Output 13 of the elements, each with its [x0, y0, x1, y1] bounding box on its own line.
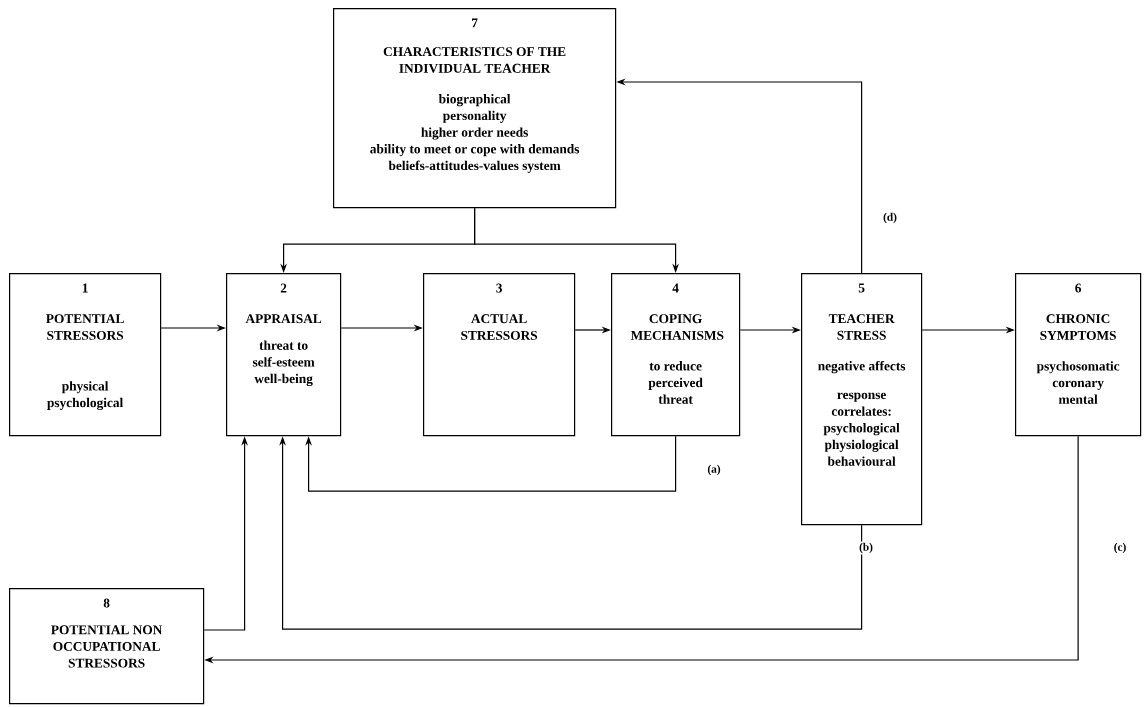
process-box: 8 POTENTIAL NON OCCUPATIONAL STRESSORS — [9, 588, 205, 705]
process-box: 3 ACTUAL STRESSORS — [423, 273, 576, 437]
process-box: 6 CHRONIC SYMPTOMS psychosomatic coronary mental — [1015, 273, 1142, 437]
process-box: 5 TEACHER STRESS negative affects response correlates: psychological physiological behavioural — [801, 273, 923, 526]
process-box: 2 APPRAISAL threat to self-esteem well-being — [226, 273, 342, 437]
edge-label: (c) — [1112, 541, 1128, 555]
edge-label: (b) — [857, 541, 875, 555]
process-box: 1 POTENTIAL STRESSORS physical psychological — [9, 273, 162, 437]
process-box: 4 COPING MECHANISMS to reduce perceived threat — [611, 273, 741, 437]
arrow — [305, 435, 677, 492]
process-box: 7 CHARACTERISTICS OF THE INDIVIDUAL TEACHER biographical personality higher order needs ability to meet or cope with demands beliefs-attitudes-values system — [333, 8, 617, 209]
edge-label: (d) — [881, 211, 899, 225]
edge-label: (a) — [706, 463, 722, 477]
